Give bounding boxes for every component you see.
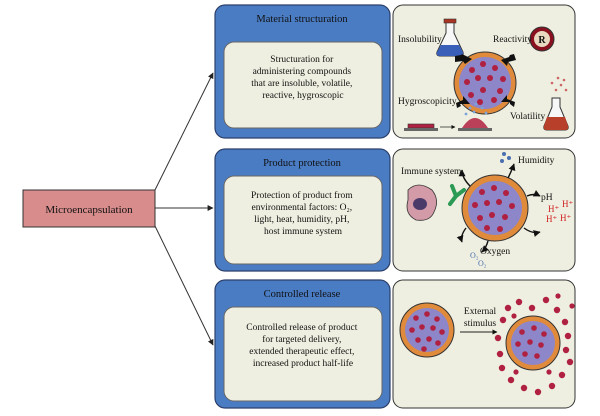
label-stimulus: stimulus (464, 319, 497, 329)
deflect-arrow-icon (507, 163, 516, 179)
ion-label: H⁺ (562, 199, 573, 209)
immune-cell-icon (406, 184, 437, 221)
reactivity-symbol-letter: R (538, 35, 546, 46)
panel-title: Material structuration (256, 14, 348, 25)
releasing-capsule-icon (494, 293, 575, 396)
label-hygroscopicity: Hygroscopicity (398, 97, 457, 107)
panel-body: Protection of product from environmental… (251, 190, 355, 237)
panel-title: Product protection (263, 158, 342, 169)
arrow-icon (456, 96, 470, 108)
panel-title: Controlled release (264, 289, 341, 300)
label-humidity: Humidity (518, 156, 555, 166)
o2-label: O₂ (478, 259, 487, 268)
capsule-icon (461, 174, 529, 242)
ion-label: H⁺ (546, 214, 557, 224)
reactivity-symbol-icon: R (529, 26, 555, 52)
antibody-icon (448, 184, 466, 206)
volatility-flask-icon (543, 76, 569, 131)
label-ph: pH (541, 193, 553, 203)
arrow-icon (501, 95, 515, 107)
deflect-arrow-icon (523, 227, 541, 237)
arrow-icon (501, 54, 516, 66)
panel-body: Controlled release of product for target… (246, 322, 359, 369)
illustration-product-protection: Immune system Humidity pH Oxygen (392, 148, 576, 272)
panel-material-structuration: Material structuration Structuration for… (214, 4, 391, 139)
deflect-arrow-icon (481, 240, 489, 253)
illustration-controlled-release: External stimulus (392, 279, 576, 409)
label-oxygen: Oxygen (480, 247, 510, 257)
connectors (154, 72, 214, 346)
panel-controlled-release: Controlled release Controlled release of… (214, 279, 391, 409)
o2-label: O₂ (470, 251, 479, 260)
deflect-arrow-icon (458, 169, 471, 187)
ion-label: H⁺ (560, 213, 571, 223)
label-volatility: Volatility (510, 112, 545, 122)
panel-product-protection: Product protection Protection of product… (214, 148, 391, 272)
label-immune-system: Immune system (401, 167, 462, 177)
capsule-icon (453, 51, 517, 115)
capsule-icon (399, 302, 455, 358)
label-external: External (464, 307, 497, 317)
ion-label: H⁺ (548, 204, 559, 214)
illustration-material-structuration: R Insolubility Reactivity Hygroscopicity… (392, 4, 576, 139)
root-label: Microencapsulation (45, 204, 133, 216)
connector-top (154, 72, 214, 191)
label-reactivity: Reactivity (493, 35, 532, 45)
root-node: Microencapsulation (22, 189, 156, 228)
flask-icon (436, 18, 464, 57)
deflect-arrow-icon (456, 227, 467, 243)
connector-bottom (154, 225, 214, 346)
panel-body: Structuration for administering compound… (251, 54, 354, 101)
hygroscopic-tray-icon (404, 102, 492, 131)
humidity-droplets-icon (500, 152, 511, 163)
deflect-arrow-icon (526, 190, 541, 197)
arrow-icon (455, 54, 472, 64)
label-insolubility: Insolubility (398, 35, 442, 45)
